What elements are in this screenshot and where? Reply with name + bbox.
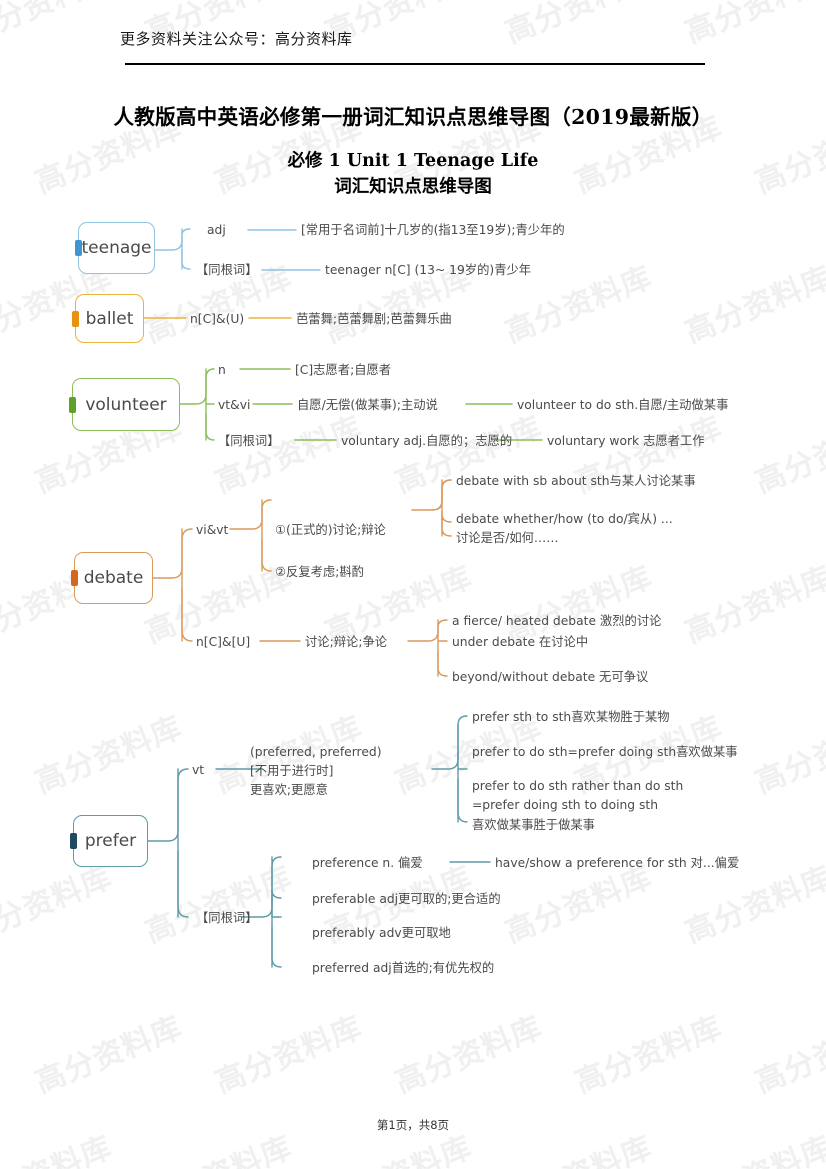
volunteer-cognate-phrase: voluntary work 志愿者工作: [547, 434, 705, 448]
volunteer-pos-n: n: [218, 363, 226, 377]
root-accent-ballet: [72, 310, 79, 327]
prefer-cognate-3: preferably adv更可取地: [312, 926, 451, 940]
volunteer-cognate-text: voluntary adj.自愿的；志愿的: [341, 434, 513, 448]
prefer-definition-3: 更喜欢;更愿意: [250, 783, 328, 797]
root-label-ballet: ballet: [85, 308, 134, 329]
volunteer-definition-v: 自愿/无偿(做某事);主动说: [297, 398, 438, 412]
root-label-debate: debate: [83, 568, 144, 588]
debate-phrase-3: a fierce/ heated debate 激烈的讨论: [452, 614, 662, 628]
debate-pos-v: vi&vt: [196, 523, 229, 537]
debate-phrase-4: under debate 在讨论中: [452, 635, 589, 649]
volunteer-phrase-v: volunteer to do sth.自愿/主动做某事: [517, 398, 729, 412]
prefer-cognate-1: preference n. 偏爱: [312, 856, 423, 870]
root-accent-debate: [71, 570, 78, 586]
volunteer-definition-n: [C]志愿者;自愿者: [295, 363, 392, 377]
root-node-volunteer[interactable]: volunteer: [69, 378, 180, 431]
prefer-phrase-2: prefer to do sth=prefer doing sth喜欢做某事: [472, 745, 738, 759]
debate-definition-v2: ②反复考虑;斟酌: [275, 565, 364, 579]
volunteer-pos-v: vt&vi: [218, 398, 251, 412]
header-notice: 更多资料关注公众号：高分资料库: [120, 30, 353, 48]
ballet-pos: n[C]&(U): [190, 312, 245, 326]
prefer-pos: vt: [192, 763, 205, 777]
ballet-definition: 芭蕾舞;芭蕾舞剧;芭蕾舞乐曲: [296, 312, 452, 326]
prefer-phrase-3c: 喜欢做某事胜于做某事: [472, 818, 595, 832]
prefer-definition-2: [不用于进行时]: [250, 764, 334, 778]
prefer-phrase-3b: =prefer doing sth to doing sth: [472, 798, 659, 812]
root-accent-prefer: [70, 833, 77, 849]
prefer-definition-1: (preferred, preferred): [250, 745, 382, 759]
prefer-cognate-label: 【同根词】: [196, 911, 258, 925]
page-header: 更多资料关注公众号：高分资料库: [120, 28, 706, 49]
prefer-cognate-2: preferable adj更可取的;更合适的: [312, 892, 501, 906]
prefer-phrase-1: prefer sth to sth喜欢某物胜于某物: [472, 710, 670, 724]
debate-definition-n: 讨论;辩论;争论: [305, 635, 388, 649]
root-node-debate[interactable]: debate: [71, 552, 153, 604]
root-accent-teenage: [75, 240, 82, 256]
debate-pos-n: n[C]&[U]: [196, 635, 251, 649]
root-node-ballet[interactable]: ballet: [72, 294, 144, 343]
debate-phrase-5: beyond/without debate 无可争议: [452, 670, 649, 684]
volunteer-cognate-label: 【同根词】: [218, 434, 280, 448]
root-label-prefer: prefer: [84, 831, 137, 851]
document-title: 人教版高中英语必修第一册词汇知识点思维导图（2019最新版）: [113, 105, 713, 129]
page-footer: 第1页，共8页: [376, 1118, 450, 1132]
root-node-teenage[interactable]: teenage: [75, 222, 155, 274]
header-divider: [125, 63, 705, 65]
unit-subtitle: 必修 1 Unit 1 Teenage Life: [287, 151, 539, 171]
teenage-cognate-text: teenager n[C] (13~ 19岁的)青少年: [325, 263, 532, 277]
debate-phrase-2-en: debate whether/how (to do/宾从) ...: [456, 512, 673, 526]
teenage-definition: [常用于名词前]十几岁的(指13至19岁);青少年的: [301, 223, 565, 237]
debate-phrase-2-cn: 讨论是否/如何……: [456, 531, 559, 545]
prefer-phrase-3a: prefer to do sth rather than do sth: [472, 779, 684, 793]
teenage-cognate-label: 【同根词】: [196, 263, 258, 277]
debate-phrase-1: debate with sb about sth与某人讨论某事: [456, 474, 696, 488]
teenage-pos: adj: [207, 223, 226, 237]
prefer-cognate-4: preferred adj首选的;有优先权的: [312, 961, 495, 975]
debate-definition-v1: ①(正式的)讨论;辩论: [275, 523, 386, 537]
root-label-teenage: teenage: [81, 238, 152, 258]
mindmap-subtitle: 词汇知识点思维导图: [334, 177, 492, 197]
root-node-prefer[interactable]: prefer: [70, 815, 148, 867]
root-label-volunteer: volunteer: [85, 394, 167, 415]
root-accent-volunteer: [69, 396, 76, 413]
prefer-cognate-1-phrase: have/show a preference for sth 对...偏爱: [495, 856, 740, 870]
